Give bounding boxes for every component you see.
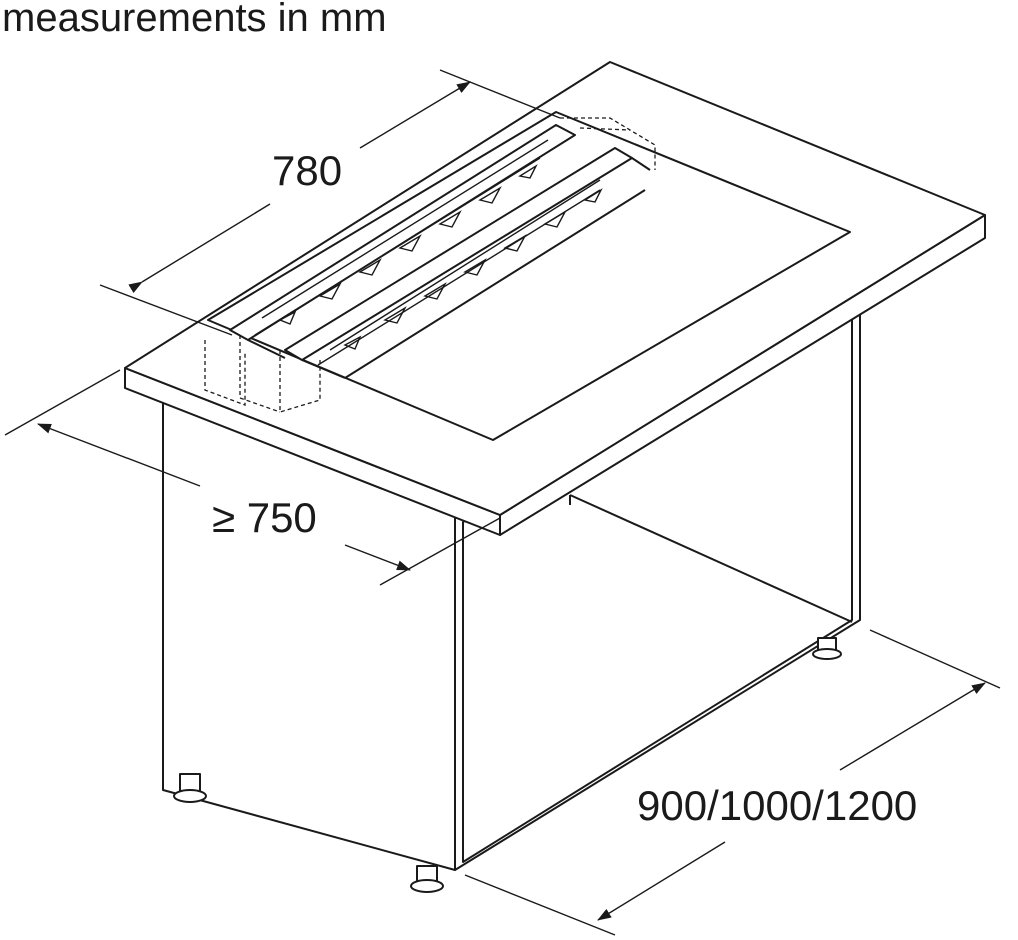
countertop-cutout	[207, 111, 851, 441]
dimension-label-780: 780	[272, 147, 342, 194]
dimension-width: 900/1000/1200	[464, 629, 1001, 936]
dimension-label-width: 900/1000/1200	[637, 782, 917, 829]
hidden-outline	[204, 117, 656, 413]
downdraft-unit	[204, 117, 656, 413]
base-cabinet	[162, 299, 861, 871]
leg-back-right	[812, 637, 842, 660]
leg-front-right	[410, 865, 444, 893]
dimension-label-750: ≥ 750	[212, 494, 317, 541]
dimension-750: ≥ 750	[4, 369, 501, 586]
cabinet-legs	[173, 637, 842, 893]
measurements-caption: measurements in mm	[2, 0, 387, 40]
countertop	[124, 61, 986, 536]
dimension-780: 780	[99, 69, 561, 336]
leg-front-left	[173, 773, 207, 803]
truss-pattern	[254, 139, 603, 366]
